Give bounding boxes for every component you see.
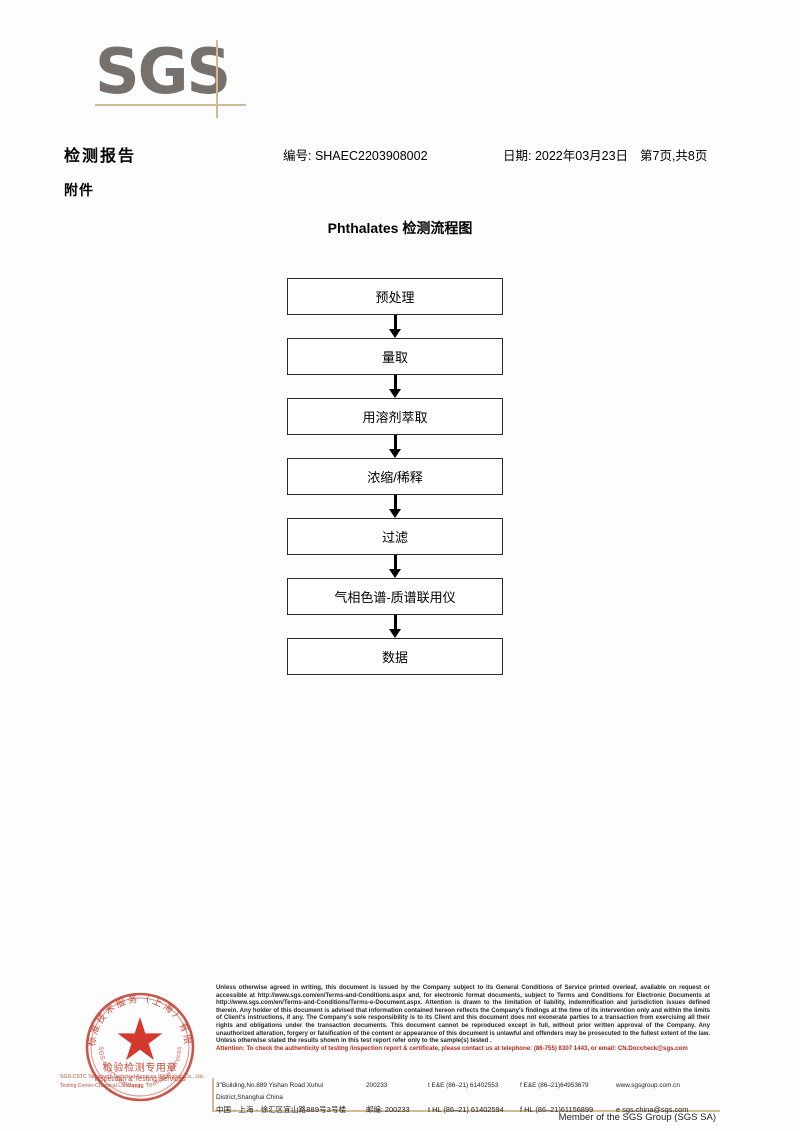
page-title: 检测报告 [64,148,137,165]
flow-step-box: 预处理 [287,278,503,315]
flow-step-box: 浓缩/稀释 [287,458,503,495]
report-number: 编号: SHAEC2203908002 [283,149,428,163]
svg-text:检验检测专用章: 检验检测专用章 [103,1061,177,1074]
address-block: 3"Building,No.889 Yishan Road Xuhui Dist… [216,1080,716,1116]
address-en: 3"Building,No.889 Yishan Road Xuhui Dist… [216,1082,324,1101]
seal-caption-line1: SGS-CSTC Standards Technical Services (S… [60,1074,205,1080]
legal-body: Unless otherwise agreed in writing, this… [216,984,710,1045]
seal-caption-line2: Testing Center-Chemical Laboratory [60,1082,144,1089]
member-line: Member of the SGS Group (SGS SA) [558,1112,716,1123]
footer-divider-horizontal [212,1110,720,1112]
svg-text:Inspection & Testing Services: Inspection & Testing Services [94,1076,186,1083]
logo-rule-vertical [216,40,218,118]
flow-step-box: 气相色谱-质谱联用仪 [287,578,503,615]
email-link[interactable]: e sgs.china@sgs.com [616,1105,689,1114]
attention-notice: Attention: To check the authenticity of … [216,1045,688,1053]
flow-arrow-down-icon [287,495,503,518]
flow-arrow-down-icon [287,375,503,398]
page-number: 第7页,共8页 [640,149,708,163]
tel-hl-1: t HL (86–21) 61402594 [428,1105,504,1114]
address-row-en: 3"Building,No.889 Yishan Road Xuhui Dist… [216,1080,716,1104]
legal-disclaimer: Unless otherwise agreed in writing, this… [216,984,710,1053]
flow-step-box: 数据 [287,638,503,675]
flow-step-box: 过滤 [287,518,503,555]
flow-arrow-down-icon [287,435,503,458]
logo-rule-horizontal-right [215,104,246,106]
flow-step-box: 量取 [287,338,503,375]
sgs-logo: SGS [95,36,295,116]
flow-step-box: 用溶剂萃取 [287,398,503,435]
fax-hl-1: f HL (86–21)61156899 [520,1105,594,1114]
seal-caption: SGS-CSTC Standards Technical Services (S… [60,1073,210,1090]
flow-arrow-down-icon [287,555,503,578]
address-row-cn: 中国 · 上海 · 徐汇区宜山路889号3号楼 邮编: 200233 t HL … [216,1104,716,1116]
fax-ee-1: f E&E (86–21)64953679 [520,1082,589,1089]
flow-arrow-down-icon [287,315,503,338]
attachment-label: 附件 [64,182,94,198]
sgs-logo-text: SGS [95,35,231,108]
flow-arrow-down-icon [287,615,503,638]
tel-ee-1: t E&E (86–21) 61402553 [428,1082,499,1089]
report-date: 日期: 2022年03月23日 [503,149,629,163]
flowchart: 预处理 量取 用溶剂萃取 浓缩/稀释 过滤 气相色谱-质谱联用仪 数据 [287,278,503,675]
seal-svg: 通标标准技术服务（上海）有限公司 SGS-CSTC Standards Tech… [78,985,195,1102]
document-header: 检测报告 编号: SHAEC2203908002 日期: 2022年03月23日… [0,142,800,166]
logo-rule-horizontal [95,104,243,106]
company-seal-stamp: 通标标准技术服务（上海）有限公司 SGS-CSTC Standards Tech… [78,985,202,1109]
zip-en: 200233 [366,1082,388,1089]
zip-cn: 邮编: 200233 [366,1105,410,1114]
footer-divider-vertical [212,1078,214,1112]
flowchart-title: Phthalates 检测流程图 [327,220,473,236]
address-cn: 中国 · 上海 · 徐汇区宜山路889号3号楼 [216,1105,347,1114]
website-link[interactable]: www.sgsgroup.com.cn [616,1082,680,1089]
